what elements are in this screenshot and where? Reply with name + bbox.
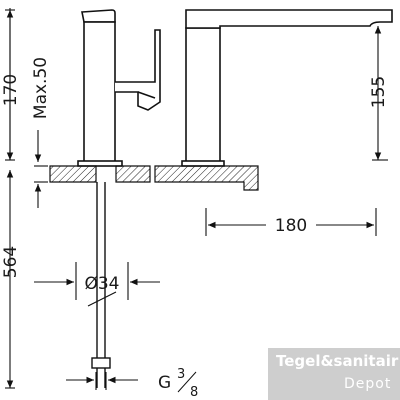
deck-mid (115, 165, 151, 183)
deck-left (49, 165, 97, 183)
dim-dia34-label: Ø34 (84, 274, 119, 294)
dim-max50-label: Max.50 (31, 57, 51, 119)
dim-170 (5, 8, 15, 161)
dim-564 (5, 170, 15, 389)
dim-180 (205, 208, 377, 236)
body-column (83, 21, 116, 163)
spout-base-plate (181, 160, 225, 167)
dim-564-label: 564 (1, 246, 21, 278)
dim-g38-num: 3 (177, 367, 185, 382)
dim-g38-den: 8 (190, 385, 198, 400)
watermark: Tegel&sanitair Depot (268, 348, 400, 400)
base-plate (77, 160, 123, 167)
deck (49, 165, 259, 191)
supply-hose (91, 182, 111, 388)
lever-arm (115, 29, 161, 111)
dim-g38-prefix: G (158, 373, 171, 393)
dim-g38-fraction-bar (177, 371, 197, 393)
dim-dia34 (34, 262, 160, 307)
spout-column (185, 27, 221, 163)
watermark-line1: Tegel&sanitair (276, 352, 399, 370)
handle-top (81, 9, 116, 23)
dim-170-label: 170 (1, 74, 21, 106)
watermark-line2: Depot (344, 376, 391, 392)
dim-180-label: 180 (275, 216, 307, 236)
dim-max50 (34, 130, 48, 208)
spout-arm (185, 9, 393, 29)
faucet-body (77, 9, 393, 167)
hose-nut (91, 357, 111, 369)
dim-155 (372, 26, 388, 161)
dim-155-label: 155 (369, 76, 389, 108)
deck-right (154, 165, 259, 191)
watermark-bg (268, 348, 400, 400)
dim-g38 (66, 372, 138, 390)
